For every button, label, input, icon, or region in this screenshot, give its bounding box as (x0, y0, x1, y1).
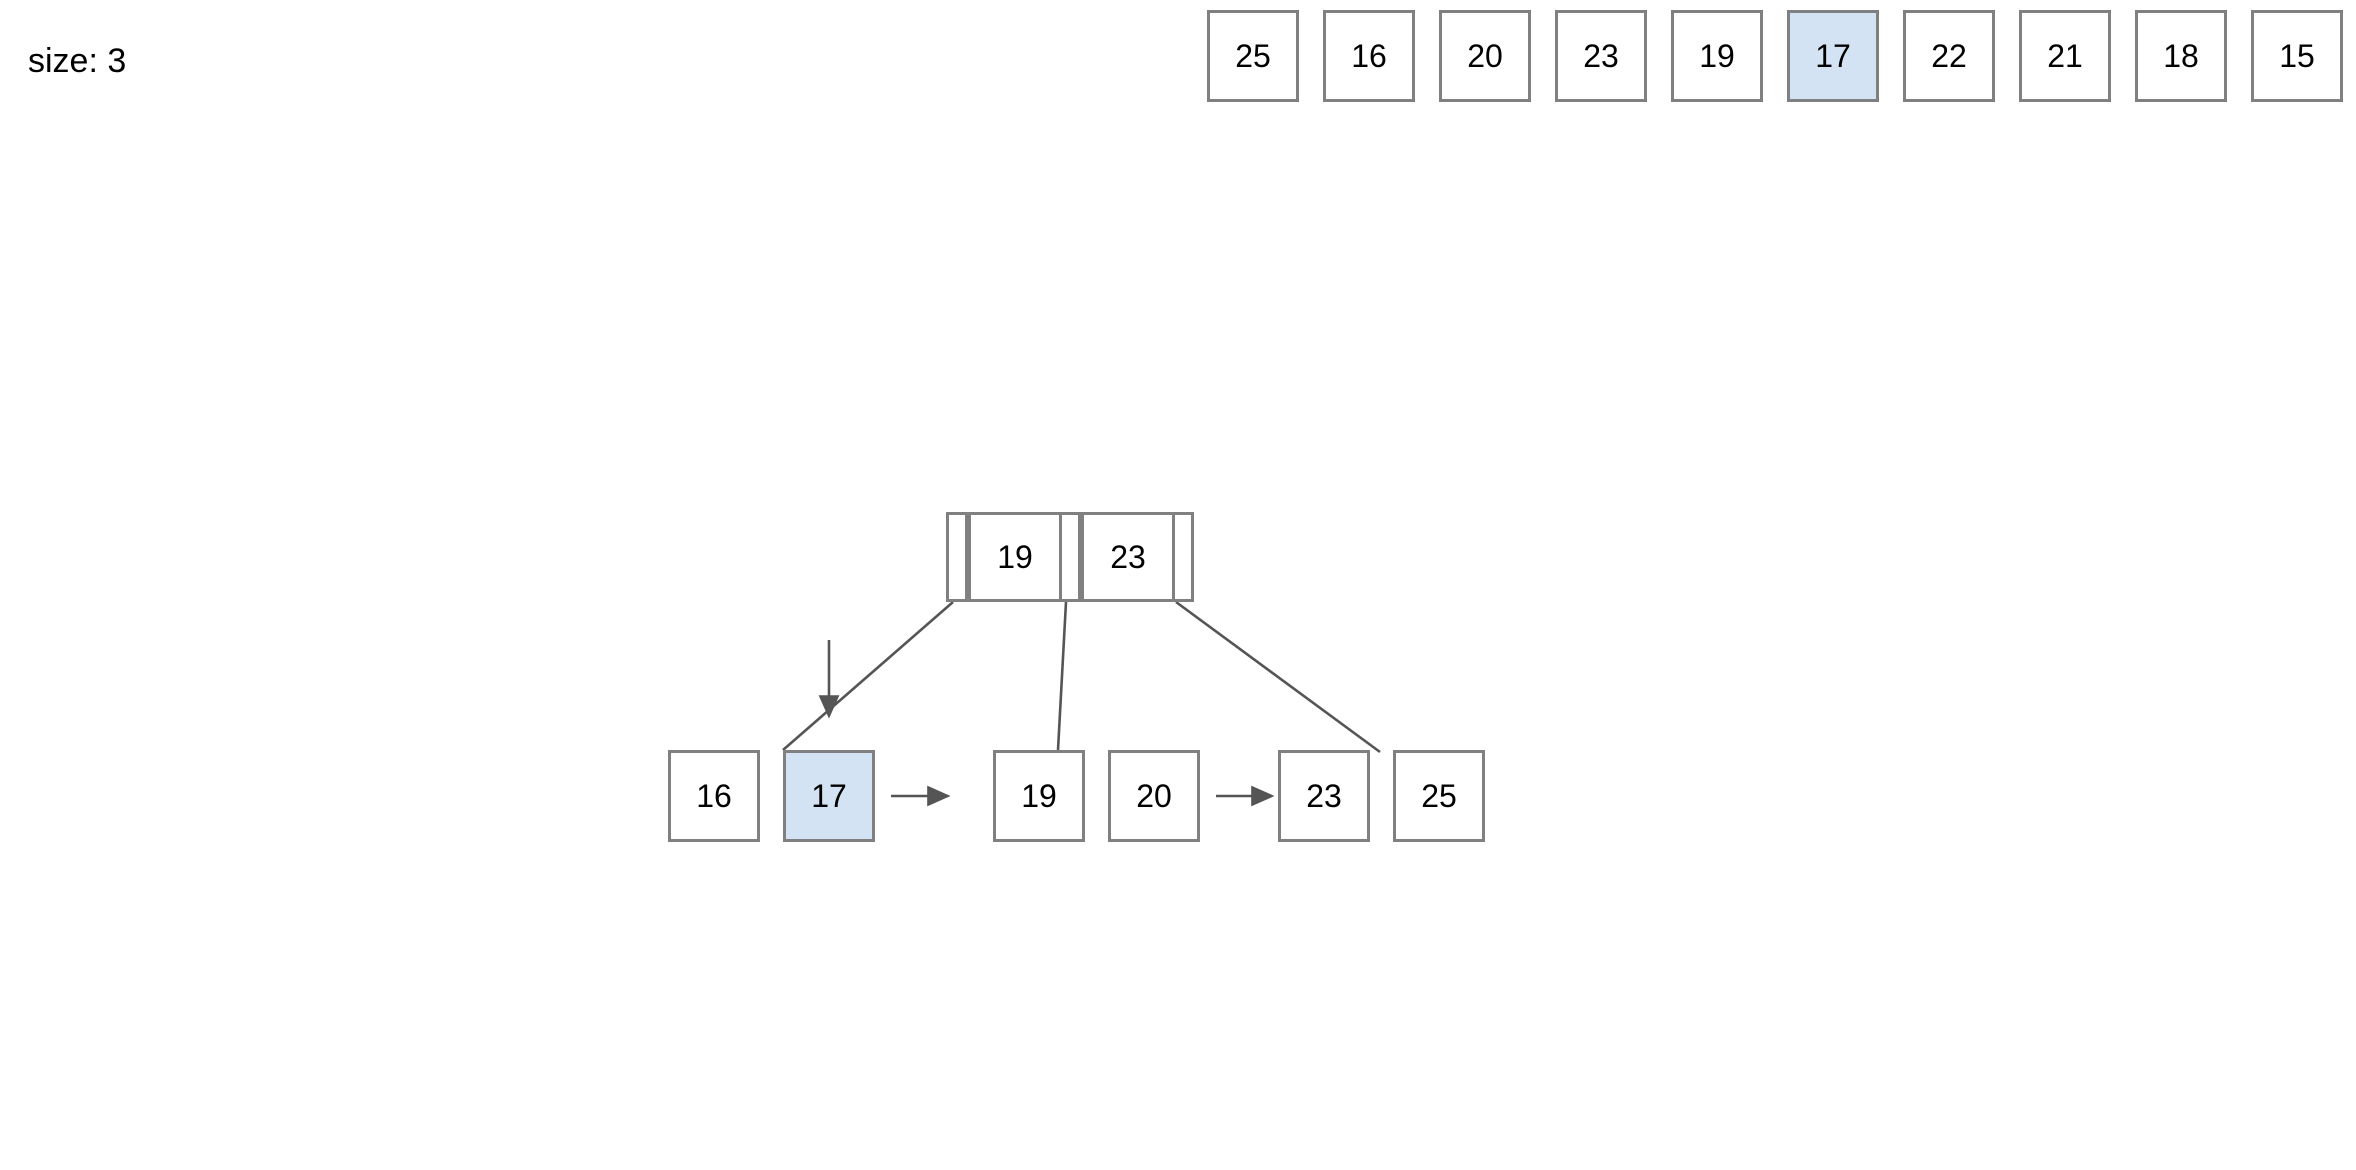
leaf-cell[interactable]: 19 (993, 750, 1085, 842)
queue-item[interactable]: 17 (1787, 10, 1879, 102)
edge-root-to-leaf-2 (1175, 600, 1381, 754)
leaf-cell[interactable]: 25 (1393, 750, 1485, 842)
root-pointer-cell (1172, 512, 1194, 602)
root-key-cell[interactable]: 19 (968, 512, 1062, 602)
queue-item[interactable]: 19 (1671, 10, 1763, 102)
queue-item[interactable]: 15 (2251, 10, 2343, 102)
queue-item[interactable]: 22 (1903, 10, 1995, 102)
root-pointer-cell (946, 512, 968, 602)
queue-item[interactable]: 23 (1555, 10, 1647, 102)
size-label: size: 3 (28, 42, 127, 80)
leaf-cell[interactable]: 17 (783, 750, 875, 842)
root-pointer-cell (1059, 512, 1081, 602)
queue-item[interactable]: 20 (1439, 10, 1531, 102)
queue-item[interactable]: 16 (1323, 10, 1415, 102)
leaf-cell[interactable]: 20 (1108, 750, 1200, 842)
root-key-cell[interactable]: 23 (1081, 512, 1175, 602)
queue-item[interactable]: 18 (2135, 10, 2227, 102)
edge-root-to-leaf-1 (1056, 601, 1068, 751)
edge-root-to-leaf-0 (782, 601, 954, 751)
leaf-cell[interactable]: 23 (1278, 750, 1370, 842)
queue-item[interactable]: 25 (1207, 10, 1299, 102)
queue-item[interactable]: 21 (2019, 10, 2111, 102)
leaf-cell[interactable]: 16 (668, 750, 760, 842)
